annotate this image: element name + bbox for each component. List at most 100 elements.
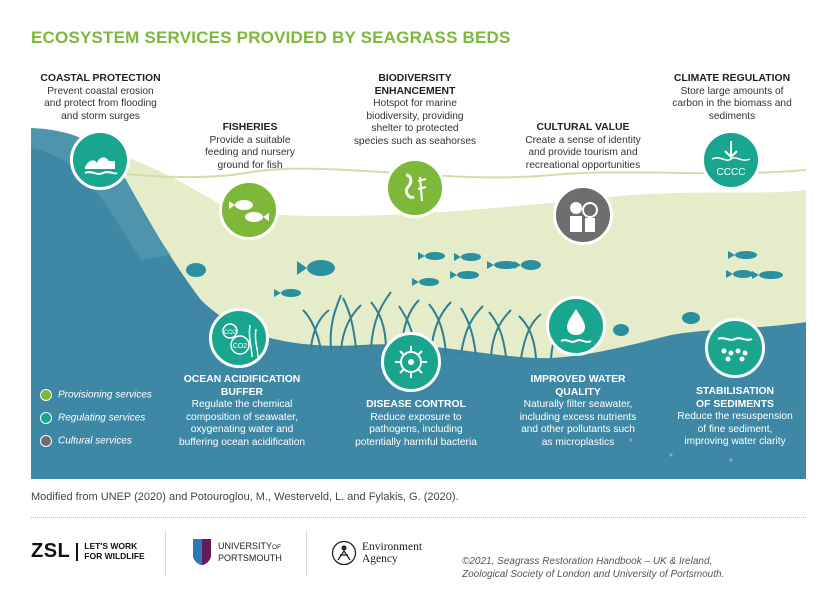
climate-regulation-text: CLIMATE REGULATION Store large amounts o… [664,73,800,123]
water-quality-heading: QUALITY [555,386,601,398]
biodiversity-text: BIODIVERSITY ENHANCEMENT Hotspot for mar… [350,73,480,148]
footer-divider [31,517,806,518]
seagrass-scene-illustration [31,128,806,479]
water-quality-line: including excess nutrients [519,411,637,423]
stabilisation-sediments-line: of fine sediment, [697,423,773,435]
sediment-dots [629,438,733,462]
stabilisation-sediments-heading: OF SEDIMENTS [696,398,774,410]
crabs [186,263,700,336]
cultural-value-icon [553,185,613,245]
legend-cultural: Cultural services [40,435,132,447]
cultural-value-line: and provide tourism and [528,147,638,158]
zsl-wordmark: ZSL [31,540,71,562]
coastal-protection-line: and storm surges [61,110,140,122]
ocean-acidification-line: oxygenating water and [190,424,294,435]
logo-separator [165,530,166,576]
sediment-icon [717,337,753,362]
legend-regulating: Regulating services [40,412,145,424]
cultural-value-line: recreational opportunities [525,159,641,171]
coastal-protection-line: and protect from flooding [44,98,157,109]
water-drop-icon [560,309,592,343]
biodiversity-line: Hotspot for marine [373,98,457,109]
svg-text:CO2: CO2 [224,330,237,336]
biodiversity-heading: BIODIVERSITY [378,73,452,84]
water-quality-line: Naturally filter seawater, [523,399,633,410]
ocean-acidification-line: Regulate the chemical [191,399,293,410]
coastal-protection-heading: COASTAL PROTECTION [40,73,161,84]
legend-cultural-label: Cultural services [58,435,132,447]
university-of-portsmouth-logo: UNIVERSITYOF PORTSMOUTH [191,537,282,567]
fisheries-line: Provide a suitable [209,134,291,146]
ocean-acidification-heading: OCEAN ACIDIFICATION [183,374,301,385]
svg-text:CCCC: CCCC [717,167,746,178]
uop-wordmark: UNIVERSITYOF PORTSMOUTH [218,541,282,563]
disease-control-heading: DISEASE CONTROL [366,399,466,410]
water-quality-line: as microplastics [541,436,615,448]
copyright-line: ©2021, Seagrass Restoration Handbook – U… [462,556,713,567]
svg-text:CO2: CO2 [233,343,248,350]
stabilisation-sediments-icon [705,318,765,378]
climate-regulation-line: Store large amounts of [680,85,784,97]
stabilisation-sediments-line: improving water clarity [684,436,786,447]
sea-floor [31,128,806,479]
water-quality-heading: IMPROVED WATER [530,374,626,385]
coastal-protection-line: Prevent coastal erosion [47,85,154,97]
carbon-storage-icon: CCCC [711,141,751,178]
logo-separator [306,530,307,576]
legend-regulating-label: Regulating services [58,412,146,424]
biodiversity-icon [385,158,445,218]
ocean-acidification-heading: BUFFER [220,386,264,398]
biodiversity-line: shelter to protected [371,123,459,134]
diver-icon [570,202,598,232]
legend-provisioning-swatch [40,389,52,401]
disease-control-line: pathogens, including [369,424,463,435]
climate-regulation-icon: CCCC [701,130,761,190]
seahorse-icon [404,173,427,202]
biodiversity-heading: ENHANCEMENT [374,85,456,97]
stabilisation-sediments-text: STABILISATION OF SEDIMENTS Reduce the re… [667,386,803,449]
zsl-tagline: LET'S WORK FOR WILDLIFE [84,541,145,561]
disease-control-line: Reduce exposure to [370,411,462,423]
climate-regulation-line: sediments [708,110,756,122]
stabilisation-sediments-line: Reduce the resuspension [677,411,793,422]
climate-regulation-line: carbon in the biomass and [672,98,792,109]
ocean-acidification-icon: CO2 CO2 [209,308,269,368]
coast-band [31,128,171,260]
zsl-tagline-line: FOR WILDLIFE [84,550,145,561]
cultural-value-line: Create a sense of identity [525,134,641,146]
water-quality-line: and other pollutants such [521,424,635,435]
fish-school [274,251,783,297]
ocean-acidification-line: composition of seawater, [185,411,299,423]
disease-control-line: potentially harmful bacteria [355,436,477,448]
fish-icon [229,200,269,222]
ea-line: Environment [362,541,423,553]
uop-word: UNIVERSITY [218,541,273,551]
ocean-acidification-text: OCEAN ACIDIFICATION BUFFER Regulate the … [172,374,312,449]
fisheries-text: FISHERIES Provide a suitable feeding and… [190,122,310,172]
co2-bubbles-icon: CO2 CO2 [222,323,259,358]
wave-coast-icon [84,157,118,175]
fisheries-line: ground for fish [217,159,283,171]
fisheries-icon [219,180,279,240]
legend-regulating-swatch [40,412,52,424]
page-title: ECOSYSTEM SERVICES PROVIDED BY SEAGRASS … [31,28,511,47]
water-quality-text: IMPROVED WATER QUALITY Naturally filter … [507,374,649,449]
biodiversity-line: species such as seahorses [353,135,477,147]
disease-control-icon [381,332,441,392]
bacteria-icon [395,346,427,378]
legend-cultural-swatch [40,435,52,447]
ea-wordmark: Environment Agency [362,541,422,565]
stabilisation-sediments-heading: STABILISATION [695,386,775,397]
water-quality-icon [546,296,606,356]
uop-of: OF [272,544,282,551]
ea-line: Agency [362,553,398,565]
seagrass-blades [302,291,568,359]
cultural-value-text: CULTURAL VALUE Create a sense of identit… [512,122,654,172]
source-note: Modified from UNEP (2020) and Potouroglo… [31,491,459,503]
zsl-logo: ZSL LET'S WORK FOR WILDLIFE [31,540,145,563]
uop-line: UNIVERSITYOF [218,541,282,553]
legend-provisioning-label: Provisioning services [58,389,152,401]
uop-line: PORTSMOUTH [218,553,282,563]
legend-provisioning: Provisioning services [40,389,152,401]
cultural-value-heading: CULTURAL VALUE [536,122,630,133]
